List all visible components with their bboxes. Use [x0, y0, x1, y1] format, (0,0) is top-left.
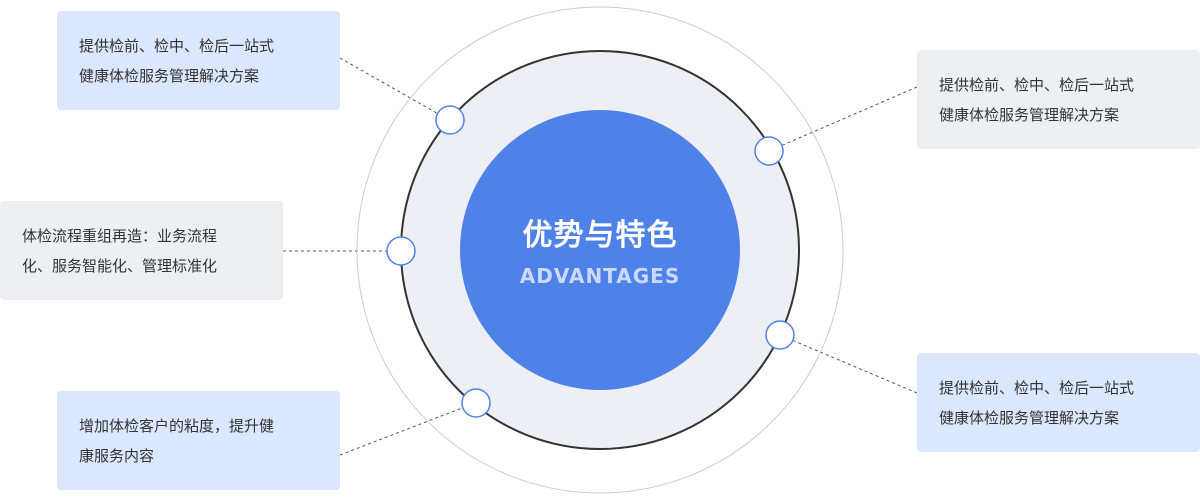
callout-1-line-2: 健康体检服务管理解决方案 — [79, 66, 260, 85]
callout-5: 提供检前、检中、检后一站式 健康体检服务管理解决方案 — [917, 353, 1200, 452]
center-title: 优势与特色 — [522, 218, 678, 253]
callout-2-text: 体检流程重组再造：业务流程 化、服务智能化、管理标准化 — [22, 221, 217, 281]
connector-line-1 — [339, 57, 450, 121]
node-2 — [386, 236, 416, 266]
connector-line-4 — [768, 86, 918, 152]
callout-1-line-1: 提供检前、检中、检后一站式 — [79, 36, 275, 55]
node-1 — [435, 105, 465, 135]
callout-5-line-2: 健康体检服务管理解决方案 — [939, 408, 1120, 427]
callout-5-text: 提供检前、检中、检后一站式 健康体检服务管理解决方案 — [939, 373, 1134, 433]
node-5 — [765, 320, 795, 350]
callout-3: 增加体检客户的粘度，提升健 康服务内容 — [57, 391, 340, 490]
callout-4: 提供检前、检中、检后一站式 健康体检服务管理解决方案 — [917, 50, 1200, 149]
callout-4-text: 提供检前、检中、检后一站式 健康体检服务管理解决方案 — [939, 70, 1134, 130]
callout-2-line-1: 体检流程重组再造：业务流程 — [22, 226, 218, 245]
callout-4-line-1: 提供检前、检中、检后一站式 — [939, 75, 1135, 94]
node-4 — [754, 136, 784, 166]
callout-2: 体检流程重组再造：业务流程 化、服务智能化、管理标准化 — [0, 201, 283, 300]
callout-4-line-2: 健康体检服务管理解决方案 — [939, 105, 1120, 124]
callout-1: 提供检前、检中、检后一站式 健康体检服务管理解决方案 — [57, 11, 340, 110]
connector-line-5 — [779, 334, 918, 394]
callout-5-line-1: 提供检前、检中、检后一站式 — [939, 378, 1135, 397]
outer-ring — [356, 6, 844, 494]
callout-3-line-1: 增加体检客户的粘度，提升健 — [79, 416, 275, 435]
callout-2-line-2: 化、服务智能化、管理标准化 — [22, 256, 218, 275]
callout-3-line-2: 康服务内容 — [79, 446, 155, 465]
center-subtitle: ADVANTAGES — [519, 264, 681, 288]
connector-line-3 — [339, 402, 476, 456]
core-circle — [460, 110, 740, 390]
callout-1-text: 提供检前、检中、检后一站式 健康体检服务管理解决方案 — [79, 31, 274, 91]
node-3 — [461, 388, 491, 418]
callout-3-text: 增加体检客户的粘度，提升健 康服务内容 — [79, 411, 274, 471]
